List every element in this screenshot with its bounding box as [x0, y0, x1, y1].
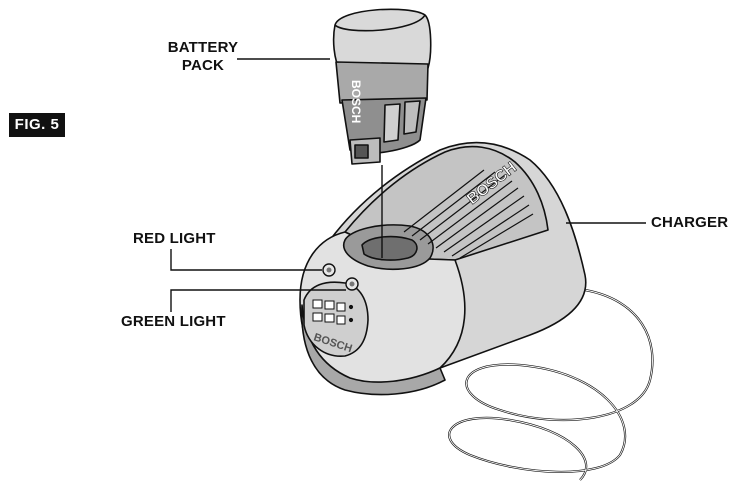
charger-vent-ribs [403, 169, 534, 259]
red-light-label: RED LIGHT [133, 230, 216, 247]
front-status-icons [312, 299, 354, 325]
battery-pack [332, 8, 432, 165]
charger-body [299, 141, 587, 396]
green-light-label: GREEN LIGHT [121, 313, 226, 330]
charger-label: CHARGER [651, 214, 729, 231]
battery-pack-logo: BOSCH [349, 80, 363, 123]
green-light [345, 277, 359, 291]
red-light [322, 263, 336, 277]
red-light-leader [170, 249, 322, 271]
green-light-leader [170, 289, 346, 312]
battery-pack-label-line2: PACK [181, 57, 225, 74]
charger-cord [448, 288, 654, 481]
battery-pack-callout: BATTERY PACK [163, 39, 243, 75]
battery-pack-label-line1: BATTERY [167, 39, 239, 56]
leader-lines [170, 58, 646, 312]
figure-label: FIG. 5 [9, 113, 65, 137]
